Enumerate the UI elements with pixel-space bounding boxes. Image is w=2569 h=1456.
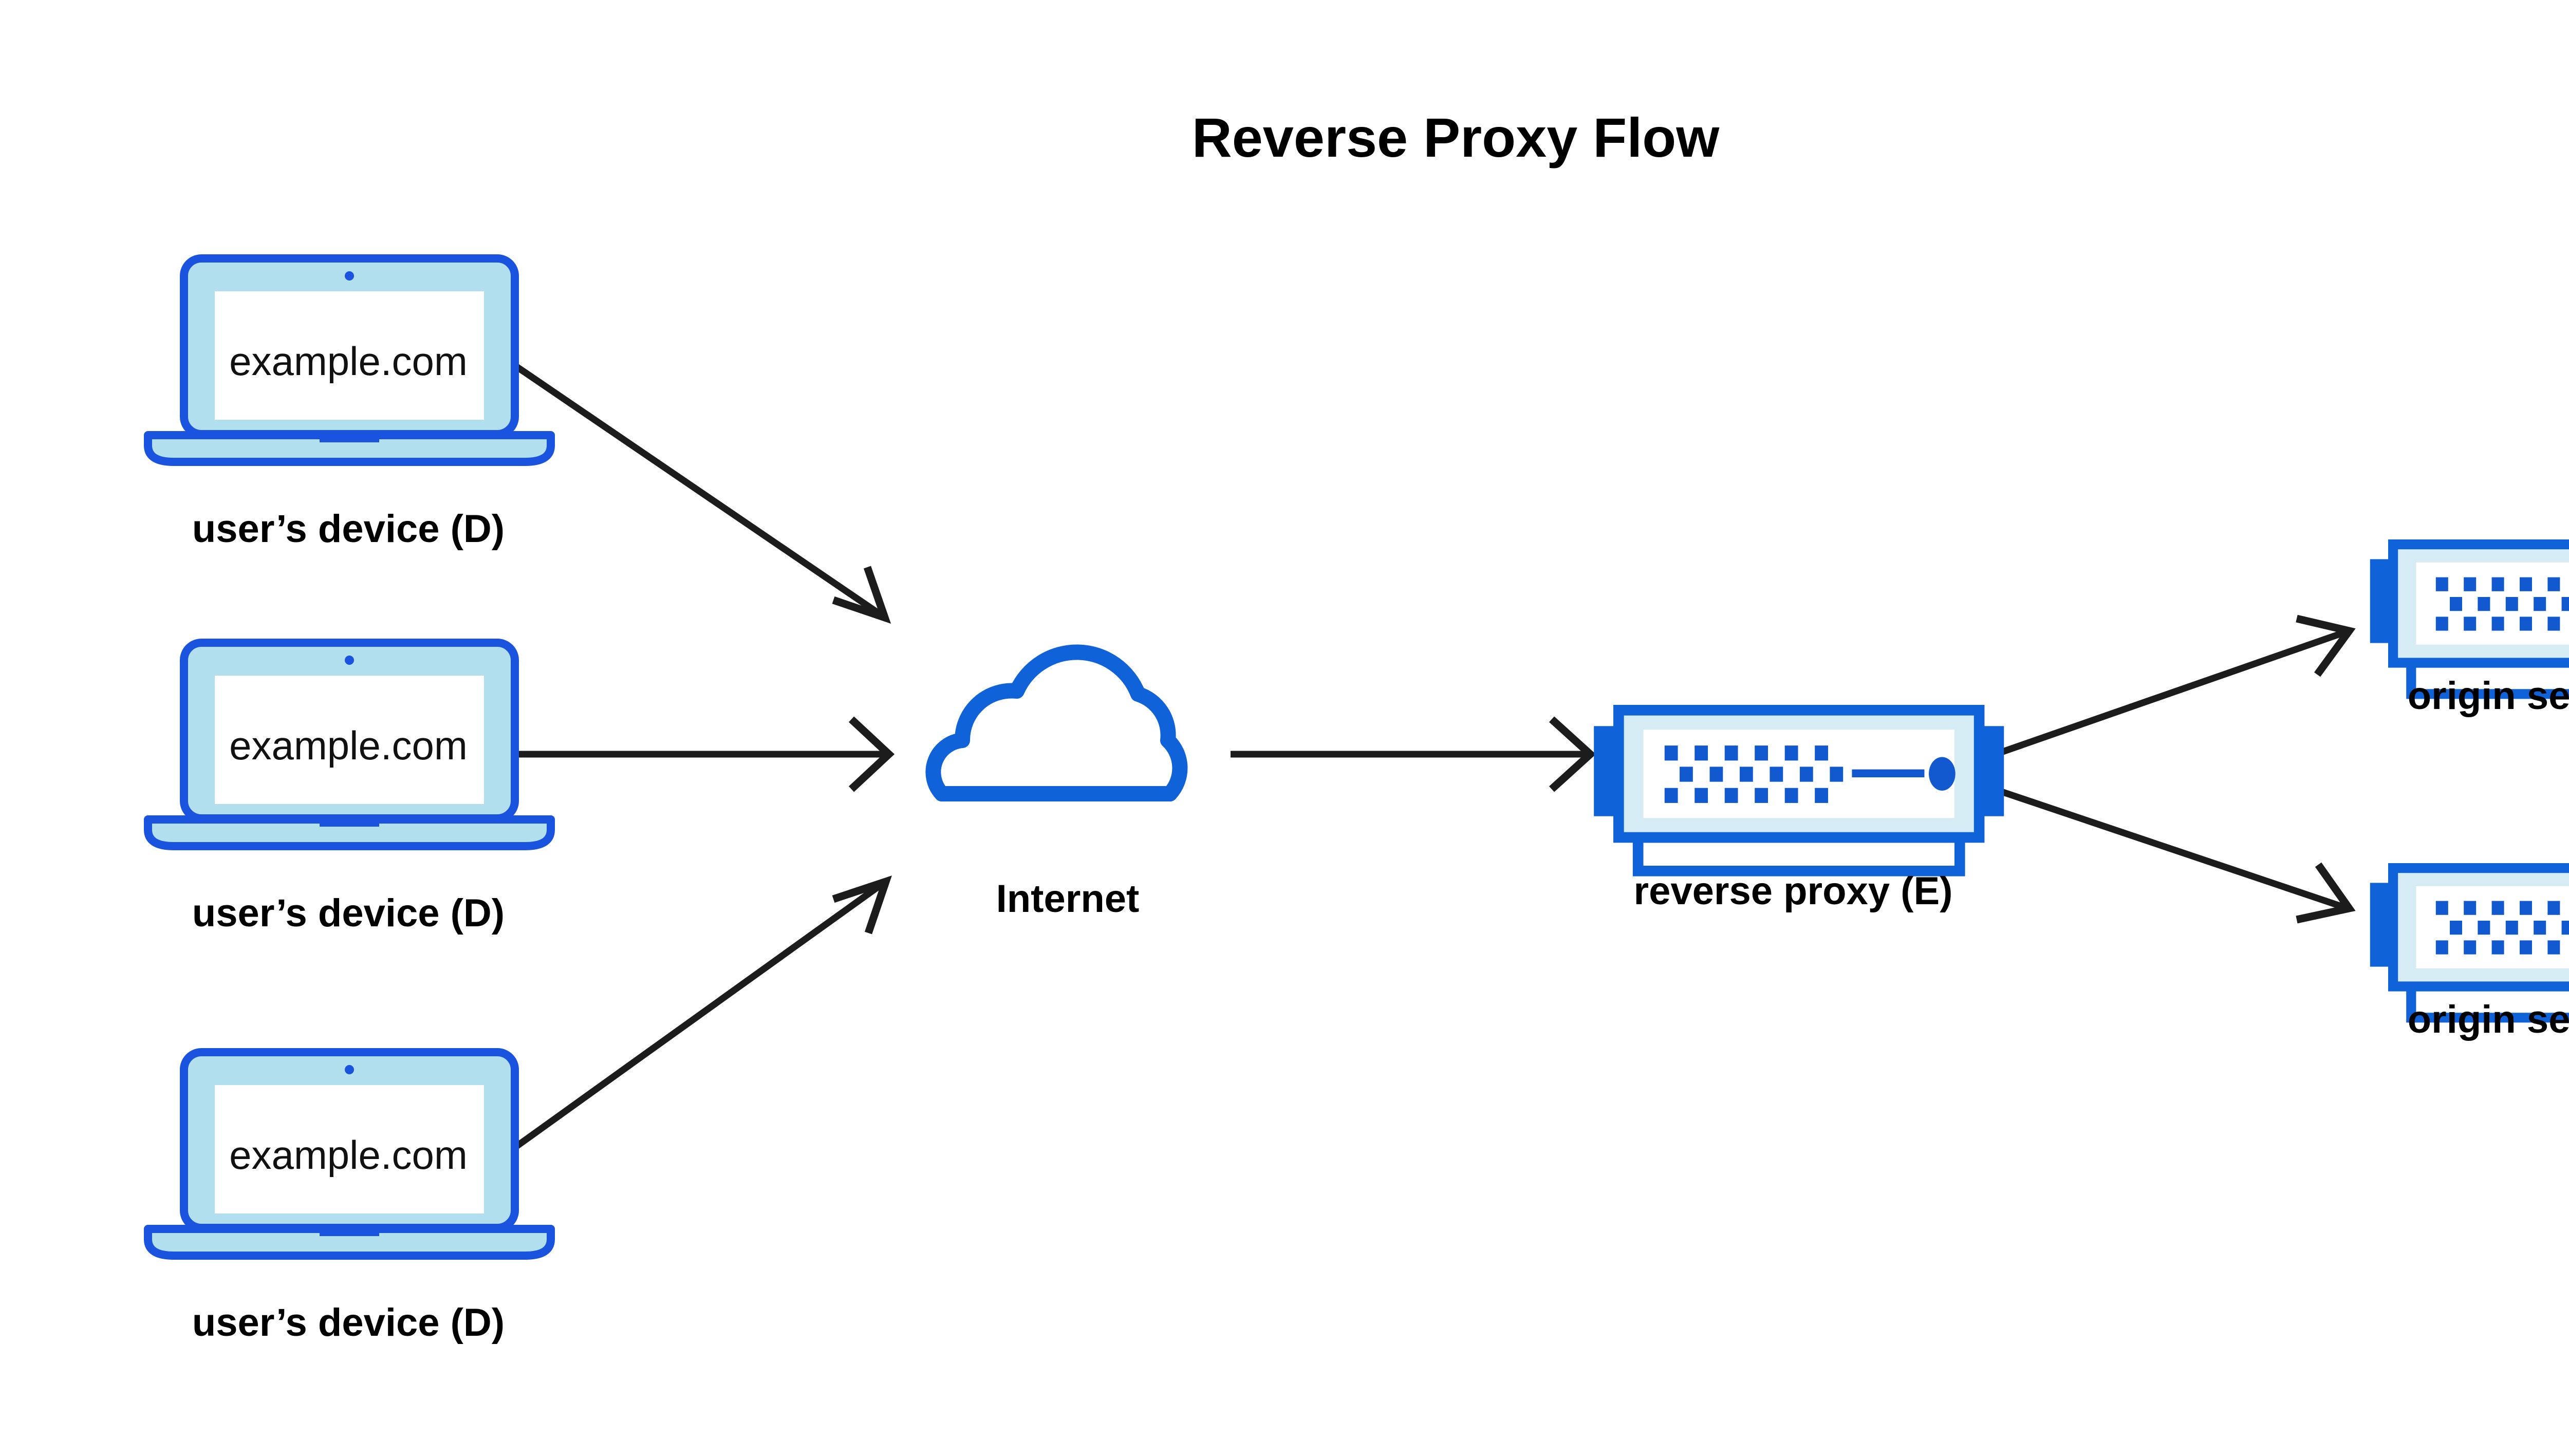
server-icon: [2370, 545, 2569, 694]
node-origin-server-1[interactable]: origin server (F): [2370, 545, 2569, 718]
node-label-user-device-2: user’s device (D): [192, 891, 505, 935]
server-icon: [1594, 710, 2004, 871]
page-title: Reverse Proxy Flow: [1192, 106, 1720, 169]
node-reverse-proxy[interactable]: reverse proxy (E): [1594, 710, 2004, 913]
cloud-icon: [933, 652, 1180, 794]
edge-device2-internet: [511, 716, 895, 792]
device-screen-text: example.com: [229, 339, 468, 384]
node-label-internet: Internet: [996, 877, 1140, 921]
node-origin-server-2[interactable]: origin server (F): [2370, 868, 2569, 1041]
node-internet[interactable]: Internet: [933, 652, 1180, 921]
node-user-device-2[interactable]: example.com user’s device (D): [148, 643, 551, 935]
edge-internet-proxy: [1231, 716, 1596, 792]
device-screen-text: example.com: [229, 723, 468, 768]
node-label-origin-server-1: origin server (F): [2408, 674, 2569, 718]
edge-proxy-origin1: [1991, 614, 2356, 759]
edge-proxy-origin2: [1991, 785, 2356, 924]
node-label-reverse-proxy: reverse proxy (E): [1634, 869, 1953, 913]
node-user-device-1[interactable]: example.com user’s device (D): [148, 258, 551, 551]
node-label-user-device-3: user’s device (D): [192, 1301, 505, 1345]
edge-device1-internet: [512, 362, 891, 624]
node-label-origin-server-2: origin server (F): [2408, 998, 2569, 1041]
edge-layer: [511, 362, 2356, 1151]
node-user-device-3[interactable]: example.com user’s device (D): [148, 1052, 551, 1345]
server-icon: [2370, 868, 2569, 1018]
edge-device3-internet: [512, 875, 892, 1151]
device-screen-text: example.com: [229, 1132, 468, 1178]
node-label-user-device-1: user’s device (D): [192, 507, 505, 551]
